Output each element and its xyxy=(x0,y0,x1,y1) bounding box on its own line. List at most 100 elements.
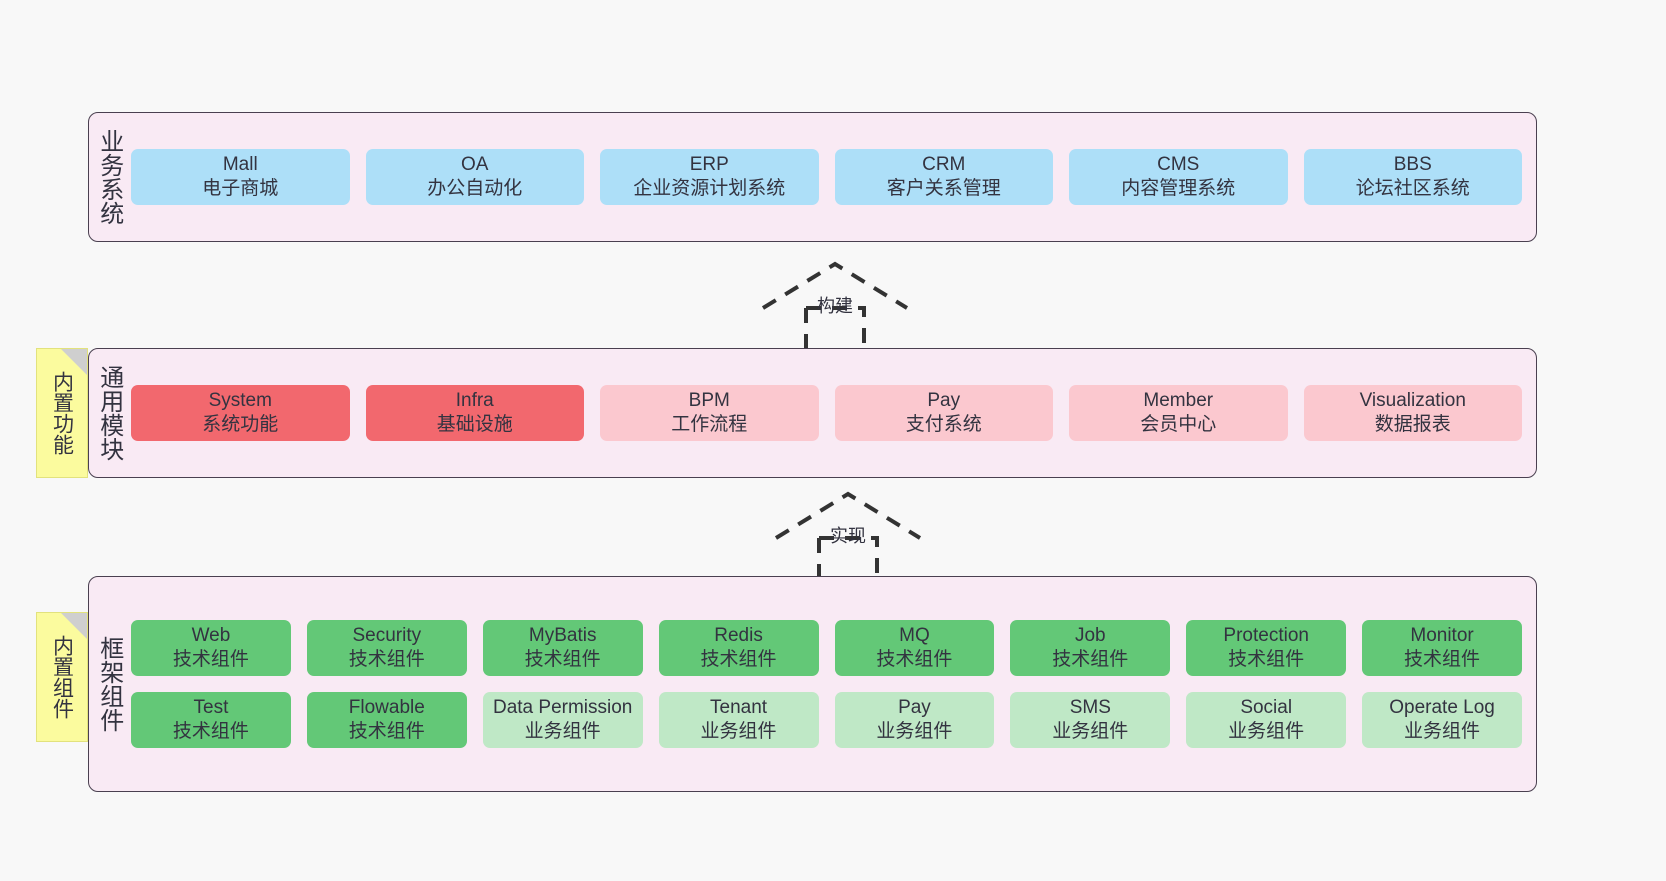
box-title: Monitor xyxy=(1410,625,1474,647)
box-title: ERP xyxy=(689,154,729,176)
box-row: Mall 电子商城 OA 办公自动化 ERP 企业资源计划系统 CRM 客户关系… xyxy=(131,149,1522,205)
layer-framework-components: 框架组件 Web 技术组件 Security 技术组件 MyBatis 技术组件… xyxy=(88,576,1537,792)
component-box[interactable]: OA 办公自动化 xyxy=(365,149,584,205)
layer-title: 框架组件 xyxy=(95,636,123,732)
box-title: Security xyxy=(352,625,422,647)
box-subtitle: 内容管理系统 xyxy=(1121,178,1236,199)
component-box[interactable]: MQ 技术组件 xyxy=(834,620,995,676)
box-title: Social xyxy=(1240,697,1293,718)
component-box[interactable]: BPM 工作流程 xyxy=(600,385,819,441)
component-box[interactable]: Mall 电子商城 xyxy=(131,149,350,205)
box-title: Pay xyxy=(927,390,961,412)
box-title: Protection xyxy=(1223,625,1309,647)
box-subtitle: 技术组件 xyxy=(348,720,425,742)
sticky-note-builtin-components: 内置组件 xyxy=(36,612,88,742)
sticky-note-label: 内置功能 xyxy=(50,371,74,455)
connector-implement: 实现 xyxy=(768,486,928,578)
component-box[interactable]: CRM 客户关系管理 xyxy=(834,149,1053,205)
component-box[interactable]: MyBatis 技术组件 xyxy=(482,620,643,676)
component-box[interactable]: Web 技术组件 xyxy=(131,620,291,676)
box-subtitle: 技术组件 xyxy=(348,649,425,671)
box-row: Test 技术组件 Flowable 技术组件 Data Permission … xyxy=(131,692,1522,748)
layer-title: 通用模块 xyxy=(95,365,123,461)
component-box[interactable]: Pay 支付系统 xyxy=(834,385,1053,441)
box-subtitle: 基础设施 xyxy=(436,414,513,435)
component-box[interactable]: CMS 内容管理系统 xyxy=(1069,149,1288,205)
box-subtitle: 数据报表 xyxy=(1374,414,1451,435)
box-subtitle: 业务组件 xyxy=(1228,720,1305,742)
box-title: Operate Log xyxy=(1389,697,1495,718)
box-title: Tenant xyxy=(710,697,768,718)
box-title: OA xyxy=(461,154,489,176)
box-title: Mall xyxy=(222,154,258,176)
component-box[interactable]: Test 技术组件 xyxy=(131,692,291,748)
box-title: CMS xyxy=(1157,154,1200,176)
component-box[interactable]: Member 会员中心 xyxy=(1069,385,1288,441)
box-title: BBS xyxy=(1393,154,1432,176)
component-box[interactable]: Redis 技术组件 xyxy=(658,620,819,676)
generalization-arrow-icon xyxy=(761,261,909,348)
box-title: Redis xyxy=(714,625,763,647)
component-box[interactable]: Infra 基础设施 xyxy=(365,385,584,441)
component-box[interactable]: Tenant 业务组件 xyxy=(658,692,819,748)
component-box[interactable]: Visualization 数据报表 xyxy=(1303,385,1522,441)
box-subtitle: 技术组件 xyxy=(524,649,601,671)
layer-body: System 系统功能 Infra 基础设施 BPM 工作流程 Pay 支付系统… xyxy=(129,349,1536,477)
layer-body: Web 技术组件 Security 技术组件 MyBatis 技术组件 Redi… xyxy=(129,577,1536,791)
box-subtitle: 技术组件 xyxy=(172,649,249,671)
box-subtitle: 业务组件 xyxy=(876,720,953,742)
box-title: Test xyxy=(193,697,229,718)
folded-corner-icon xyxy=(61,613,87,639)
component-box[interactable]: ERP 企业资源计划系统 xyxy=(600,149,819,205)
box-subtitle: 系统功能 xyxy=(202,414,279,435)
box-subtitle: 工作流程 xyxy=(671,414,748,435)
component-box[interactable]: SMS 业务组件 xyxy=(1010,692,1171,748)
box-subtitle: 客户关系管理 xyxy=(886,178,1001,199)
component-box[interactable]: Social 业务组件 xyxy=(1186,692,1347,748)
component-box[interactable]: Protection 技术组件 xyxy=(1186,620,1347,676)
box-subtitle: 业务组件 xyxy=(700,720,777,742)
box-subtitle: 技术组件 xyxy=(1052,649,1129,671)
box-title: Member xyxy=(1143,390,1214,412)
box-subtitle: 业务组件 xyxy=(524,720,601,742)
box-subtitle: 会员中心 xyxy=(1140,414,1217,435)
component-box[interactable]: Monitor 技术组件 xyxy=(1362,620,1522,676)
box-subtitle: 技术组件 xyxy=(700,649,777,671)
layer-title: 业务系统 xyxy=(95,129,123,225)
component-box[interactable]: Pay 业务组件 xyxy=(834,692,995,748)
box-title: Infra xyxy=(455,390,494,412)
box-subtitle: 业务组件 xyxy=(1404,720,1481,742)
layer-body: Mall 电子商城 OA 办公自动化 ERP 企业资源计划系统 CRM 客户关系… xyxy=(129,113,1536,241)
component-box[interactable]: Job 技术组件 xyxy=(1010,620,1171,676)
box-subtitle: 电子商城 xyxy=(202,178,279,199)
component-box[interactable]: System 系统功能 xyxy=(131,385,350,441)
component-box[interactable]: Security 技术组件 xyxy=(306,620,467,676)
component-box[interactable]: Operate Log 业务组件 xyxy=(1362,692,1522,748)
box-title: Visualization xyxy=(1359,390,1466,412)
component-box[interactable]: Flowable 技术组件 xyxy=(306,692,467,748)
box-subtitle: 业务组件 xyxy=(1052,720,1129,742)
box-title: Pay xyxy=(898,697,931,718)
box-title: Job xyxy=(1074,625,1106,647)
component-box[interactable]: Data Permission 业务组件 xyxy=(482,692,643,748)
box-title: Data Permission xyxy=(492,697,633,718)
box-title: Web xyxy=(191,625,231,647)
box-title: SMS xyxy=(1069,697,1111,718)
connector-implement-label: 实现 xyxy=(830,526,866,546)
generalization-arrow-icon xyxy=(774,491,922,578)
box-title: BPM xyxy=(688,390,730,412)
box-row: Web 技术组件 Security 技术组件 MyBatis 技术组件 Redi… xyxy=(131,620,1522,676)
sticky-note-label: 内置组件 xyxy=(50,635,74,719)
box-title: MyBatis xyxy=(528,625,597,647)
box-title: System xyxy=(208,390,272,412)
box-subtitle: 论坛社区系统 xyxy=(1355,178,1470,199)
box-subtitle: 技术组件 xyxy=(876,649,953,671)
component-box[interactable]: BBS 论坛社区系统 xyxy=(1303,149,1522,205)
sticky-note-builtin-features: 内置功能 xyxy=(36,348,88,478)
box-subtitle: 技术组件 xyxy=(172,720,249,742)
folded-corner-icon xyxy=(61,349,87,375)
box-subtitle: 支付系统 xyxy=(905,414,982,435)
box-title: Flowable xyxy=(348,697,425,718)
box-subtitle: 技术组件 xyxy=(1404,649,1481,671)
layer-business-systems: 业务系统 Mall 电子商城 OA 办公自动化 ERP 企业资源计划系统 CRM… xyxy=(88,112,1537,242)
